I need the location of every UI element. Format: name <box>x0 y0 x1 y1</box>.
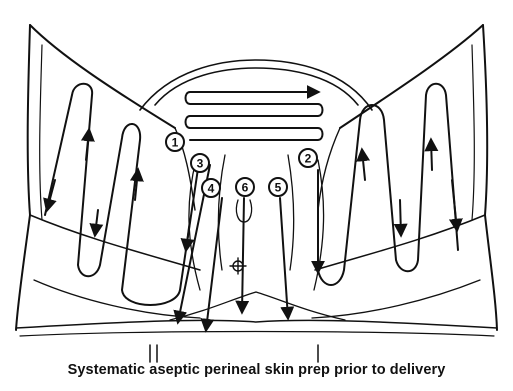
stroke-path-4 <box>206 198 222 330</box>
svg-text:2: 2 <box>305 152 312 166</box>
stroke-path-1 <box>186 92 323 140</box>
step-marker-4: 4 <box>202 179 220 197</box>
svg-text:1: 1 <box>172 136 179 150</box>
svg-text:3: 3 <box>197 157 204 171</box>
thigh-outline <box>30 25 483 318</box>
step-marker-3: 3 <box>191 154 209 172</box>
stroke-path-left-thigh <box>45 84 200 305</box>
step-marker-1: 1 <box>166 133 184 151</box>
pubic-area-outline <box>140 60 372 110</box>
stroke-path-6 <box>242 198 244 312</box>
figure-caption: Systematic aseptic perineal skin prep pr… <box>0 362 513 378</box>
stroke-path-2 <box>318 84 458 285</box>
svg-text:6: 6 <box>242 181 249 195</box>
svg-text:5: 5 <box>275 181 282 195</box>
svg-text:4: 4 <box>208 182 215 196</box>
step-marker-2: 2 <box>299 149 317 167</box>
step-marker-5: 5 <box>269 178 287 196</box>
step-marker-6: 6 <box>236 178 254 196</box>
